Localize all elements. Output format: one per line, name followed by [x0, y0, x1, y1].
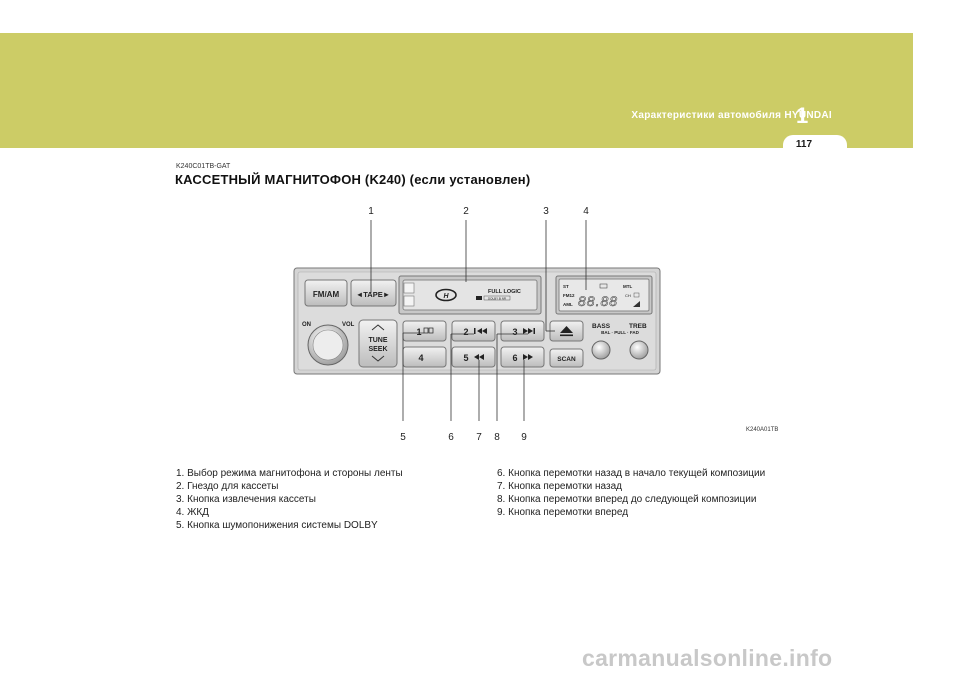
- legend-right: 6. Кнопка перемотки назад в начало текущ…: [497, 467, 765, 519]
- callout-lines-top: [370, 220, 587, 332]
- tape-button: [350, 279, 397, 307]
- preset-6-button: [500, 346, 545, 368]
- section-title: КАССЕТНЫЙ МАГНИТОФОН (K240) (если устано…: [175, 172, 531, 187]
- legend-item: 7. Кнопка перемотки назад: [497, 481, 622, 492]
- callout-8: 8: [494, 432, 500, 443]
- tune-seek-button: [358, 319, 398, 368]
- preset-2-button: [451, 320, 496, 342]
- callout-7: 7: [476, 432, 482, 443]
- dolby-label: DOLBY B NR: [488, 297, 507, 301]
- preset-1-button: [402, 320, 447, 342]
- callout-4: 4: [583, 206, 589, 217]
- svg-text:H: H: [443, 293, 449, 300]
- svg-text:4: 4: [418, 353, 423, 363]
- bass-knob: [591, 340, 611, 360]
- svg-text:MTL: MTL: [623, 284, 632, 289]
- svg-text:SCAN: SCAN: [557, 356, 576, 363]
- svg-text:2: 2: [463, 327, 468, 337]
- eject-icon: [560, 326, 573, 333]
- svg-text:SEEK: SEEK: [368, 346, 387, 353]
- svg-text:ST: ST: [563, 284, 569, 289]
- svg-text:TREB: TREB: [629, 323, 647, 330]
- section-code: K240C01TB-GAT: [176, 163, 231, 170]
- chapter-number: 1: [796, 103, 809, 128]
- svg-text:VOL: VOL: [342, 322, 355, 328]
- legend-item: 2. Гнездо для кассеты: [176, 481, 279, 492]
- svg-text:TUNE: TUNE: [368, 337, 387, 344]
- callout-lines-bottom: [402, 332, 528, 421]
- legend-item: 6. Кнопка перемотки назад в начало текущ…: [497, 468, 766, 479]
- header-band: [0, 33, 913, 148]
- callout-9: 9: [521, 432, 527, 443]
- scan-button: [549, 348, 584, 368]
- svg-text:BASS: BASS: [592, 323, 611, 330]
- svg-text:ON: ON: [302, 322, 311, 328]
- svg-text:BAL · PULL · FAD: BAL · PULL · FAD: [601, 330, 640, 335]
- legend-left: 1. Выбор режима магнитофона и стороны ле…: [176, 467, 403, 532]
- callout-3: 3: [543, 206, 549, 217]
- page-tab: [783, 135, 847, 151]
- hyundai-logo-icon: [435, 288, 457, 302]
- fm-am-button: [304, 279, 348, 307]
- page-number: 117: [795, 139, 813, 150]
- callout-6: 6: [448, 432, 454, 443]
- treble-knob: [629, 340, 649, 360]
- callout-1: 1: [368, 206, 374, 217]
- legend-item: 4. ЖКД: [176, 507, 209, 518]
- callout-2: 2: [463, 206, 469, 217]
- legend-item: 3. Кнопка извлечения кассеты: [176, 494, 316, 505]
- legend-item: 9. Кнопка перемотки вперед: [497, 507, 629, 518]
- svg-text:6: 6: [512, 353, 517, 363]
- svg-text:CH: CH: [625, 293, 631, 298]
- radio-figure: FM/AM ◄TAPE► H FULL LOGIC DOLBY B NR ST …: [293, 206, 661, 443]
- svg-text:FM12: FM12: [563, 293, 575, 298]
- watermark: carmanualsonline.info: [582, 645, 833, 671]
- lcd-digits: 88.88: [578, 293, 618, 309]
- lcd-display: [558, 278, 650, 312]
- tape-label: ◄TAPE►: [356, 290, 390, 299]
- legend-item: 1. Выбор режима магнитофона и стороны ле…: [176, 468, 403, 479]
- callout-5: 5: [400, 432, 406, 443]
- preset-5-button: [451, 346, 496, 368]
- fm-am-label: FM/AM: [313, 290, 340, 299]
- preset-3-button: [500, 320, 545, 342]
- header-title: Характеристики автомобиля HYUNDAI: [631, 110, 832, 121]
- svg-text:AML: AML: [563, 302, 573, 307]
- full-logic-label: FULL LOGIC: [488, 289, 521, 295]
- svg-text:5: 5: [463, 353, 468, 363]
- cassette-slot: [402, 279, 538, 311]
- figure-code: K240A01TB: [746, 427, 779, 433]
- svg-text:3: 3: [512, 327, 517, 337]
- preset-4-button: [402, 346, 447, 368]
- svg-text:1: 1: [416, 327, 421, 337]
- legend-item: 8. Кнопка перемотки вперед до следующей …: [497, 494, 757, 505]
- legend-item: 5. Кнопка шумопонижения системы DOLBY: [176, 520, 378, 531]
